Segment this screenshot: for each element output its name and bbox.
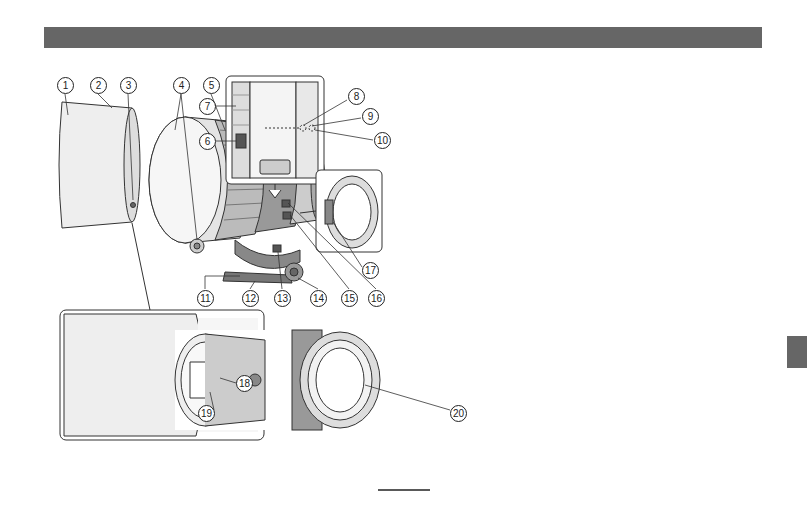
callout-number: 7 <box>199 98 216 115</box>
callout-number: 3 <box>120 77 137 94</box>
callout-number: 9 <box>362 108 379 125</box>
callout-number: 2 <box>90 77 107 94</box>
callout-number: 17 <box>362 262 379 279</box>
callout-number: 14 <box>310 290 327 307</box>
callout-number: 8 <box>348 88 365 105</box>
header-bar <box>44 27 762 48</box>
callout-number: 11 <box>197 290 214 307</box>
callout-number: 13 <box>274 290 291 307</box>
callout-number: 19 <box>198 405 215 422</box>
callout-number: 16 <box>368 290 385 307</box>
callout-number: 18 <box>236 375 253 392</box>
callout-number: 10 <box>374 132 391 149</box>
leader-lines <box>65 94 450 410</box>
callout-number: 1 <box>57 77 74 94</box>
callout-number: 15 <box>341 290 358 307</box>
callout-number: 4 <box>173 77 190 94</box>
side-tab <box>787 336 807 368</box>
callout-number: 20 <box>450 405 467 422</box>
callout-number: 5 <box>203 77 220 94</box>
page-rule <box>378 489 430 491</box>
callout-number: 6 <box>199 133 216 150</box>
callout-number: 12 <box>242 290 259 307</box>
